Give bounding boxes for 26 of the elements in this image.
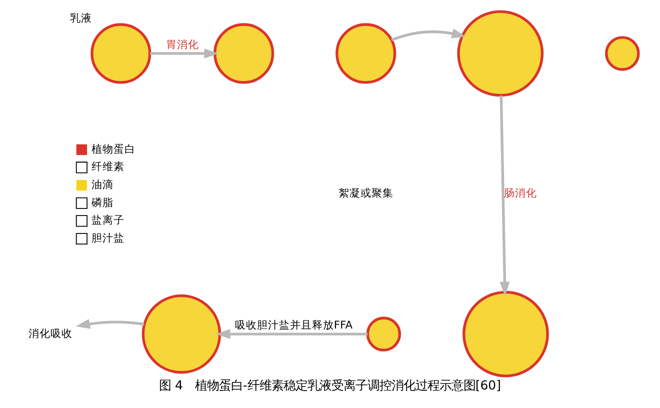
arrow <box>76 319 144 329</box>
node-circle <box>90 23 152 84</box>
legend-label: 油滴 <box>91 178 114 192</box>
node-label: 乳液 <box>70 11 92 24</box>
node-circle <box>462 290 549 378</box>
edge-label: 胃消化 <box>166 38 199 51</box>
legend-label: 磷脂 <box>91 196 114 209</box>
arrow <box>391 28 466 42</box>
arrow <box>500 95 510 296</box>
arrow <box>150 48 218 58</box>
node-text: 消化吸收 <box>28 326 73 340</box>
caption: 图 4 植物蛋白-纤维素稳定乳液受离子调控消化过程示意图[60] <box>159 377 501 392</box>
node-circle <box>336 23 396 84</box>
legend-label: 盐离子 <box>91 214 124 227</box>
node-circle <box>214 23 274 84</box>
legend-label: 植物蛋白 <box>91 142 136 156</box>
legend-label: 胆汁盐 <box>91 232 124 244</box>
node-circle <box>366 316 402 352</box>
legend-label: 纤维素 <box>91 160 124 174</box>
node-circle <box>605 36 640 71</box>
edge-label: 肠消化 <box>504 186 537 200</box>
arrow <box>216 329 368 340</box>
label: 絮凝或聚集 <box>338 186 394 200</box>
edge-label: 吸收胆汁盐并且释放FFA <box>234 318 353 332</box>
node-circle <box>457 10 544 97</box>
node-circle <box>142 294 222 374</box>
